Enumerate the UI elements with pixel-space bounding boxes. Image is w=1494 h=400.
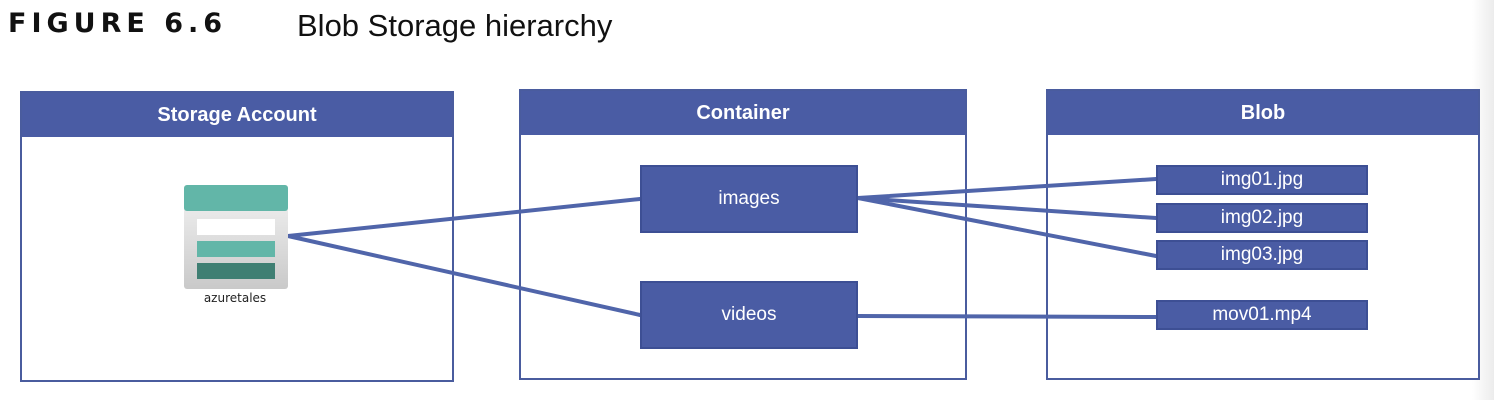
blob-panel: Blob (1046, 89, 1480, 380)
container-panel: Container (519, 89, 967, 380)
storage-account-name: azuretales (203, 291, 267, 305)
blob-item: img02.jpg (1156, 203, 1368, 233)
link-images-img01 (856, 177, 1158, 200)
link-videos-mov01 (856, 314, 1158, 319)
blob-item: img03.jpg (1156, 240, 1368, 270)
link-images-img02 (856, 196, 1158, 220)
link-images-img03 (856, 196, 1158, 258)
storage-account-icon (184, 185, 288, 289)
link-account-videos (286, 234, 642, 317)
figure-label: FIGURE 6.6 (8, 8, 228, 39)
storage-account-panel: Storage Account (20, 91, 454, 382)
link-account-images (286, 197, 642, 238)
blob-item: mov01.mp4 (1156, 300, 1368, 330)
storage-account-header: Storage Account (22, 93, 452, 137)
blob-header: Blob (1048, 91, 1478, 135)
container-videos: videos (640, 281, 858, 349)
blob-item: img01.jpg (1156, 165, 1368, 195)
figure-caption: Blob Storage hierarchy (297, 8, 613, 43)
container-header: Container (521, 91, 965, 135)
container-images: images (640, 165, 858, 233)
